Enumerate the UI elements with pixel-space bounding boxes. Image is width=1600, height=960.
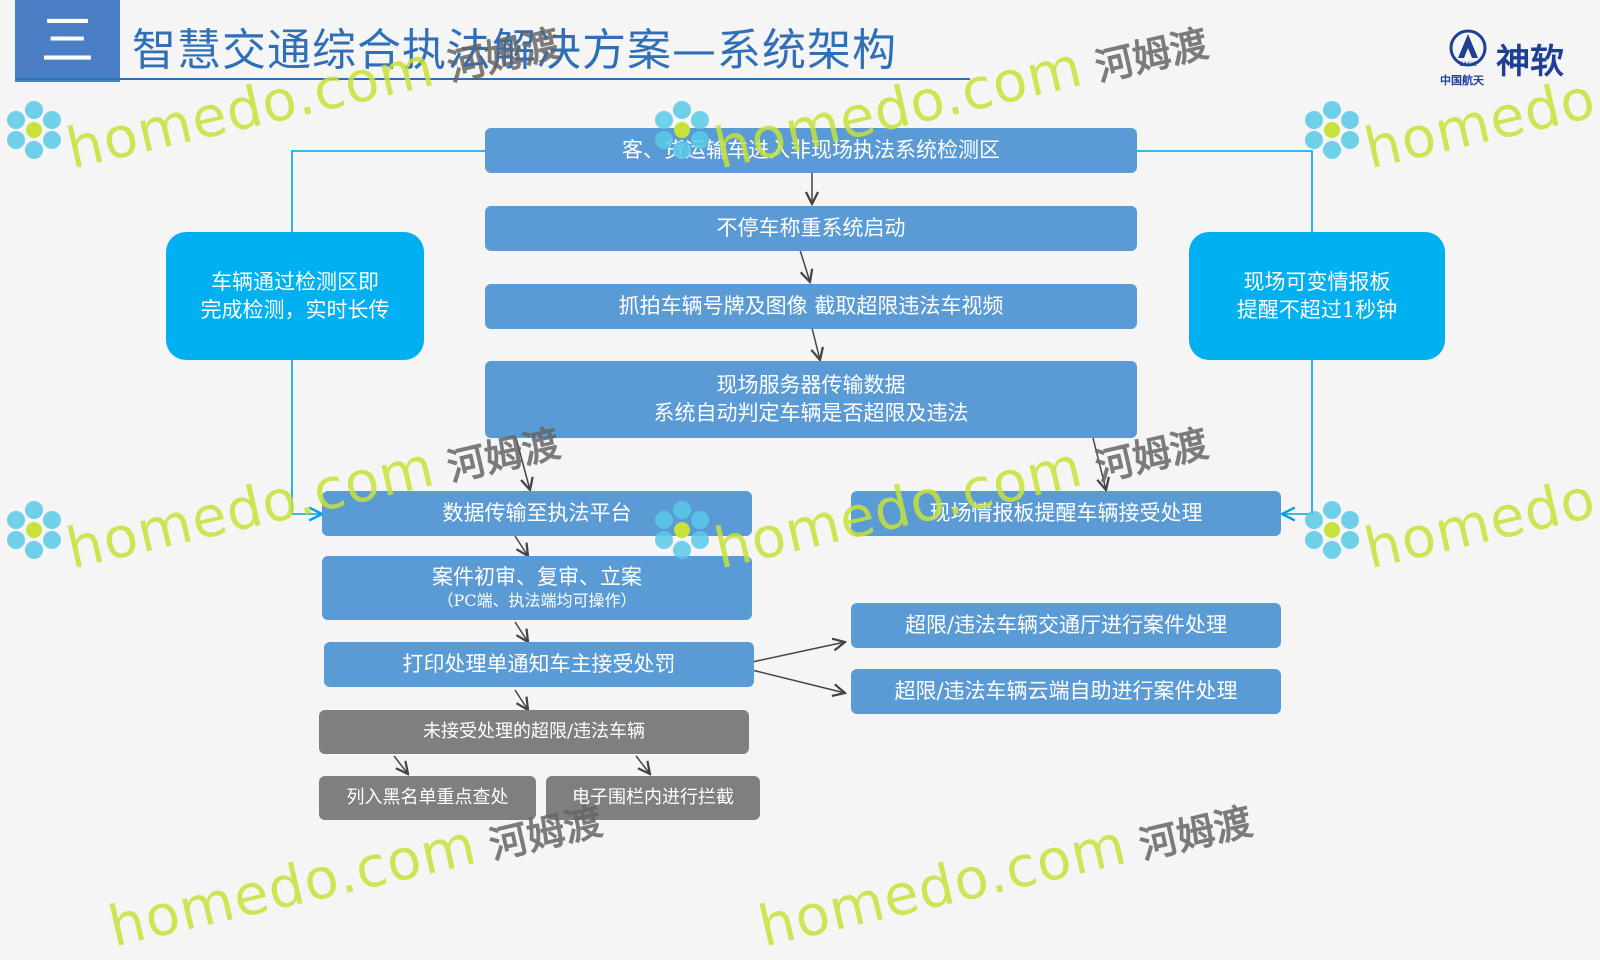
right-note-line-2: 提醒不超过1秒钟	[1236, 298, 1398, 322]
review-line-2: （PC端、执法端均可操作）	[437, 591, 637, 611]
arrow-print-to-cloud	[751, 669, 845, 693]
step-print-notice: 打印处理单通知车主接受处罚	[324, 642, 754, 687]
left-bracket-bottom	[291, 360, 322, 514]
title-underline	[15, 78, 970, 80]
section-number-badge: 三	[15, 0, 120, 82]
right-bracket-bottom	[1282, 360, 1313, 514]
step-server-judgement: 现场服务器传输数据 系统自动判定车辆是否超限及违法	[485, 361, 1137, 438]
step-cloud-processing: 超限/违法车辆云端自助进行案件处理	[851, 669, 1281, 714]
left-note-line-2: 完成检测，实时长传	[200, 298, 390, 322]
server-line-1: 现场服务器传输数据	[716, 373, 906, 398]
step-transfer-platform: 数据传输至执法平台	[322, 491, 752, 536]
step-onsite-board: 现场情报板提醒车辆接受处理	[851, 491, 1281, 536]
arrow-print-to-unprocessed	[514, 689, 528, 710]
arrow-print-to-hall	[751, 642, 845, 663]
page-title: 智慧交通综合执法解决方案—系统架构	[132, 25, 897, 76]
note-variable-board: 现场可变情报板 提醒不超过1秒钟	[1189, 232, 1445, 360]
emblem-text: CASIC	[1459, 61, 1477, 68]
step-hall-processing: 超限/违法车辆交通厅进行案件处理	[851, 603, 1281, 648]
step-capture-plate: 抓拍车辆号牌及图像 截取超限违法车视频	[485, 284, 1137, 329]
step-blacklist: 列入黑名单重点查处	[319, 776, 536, 820]
rocket-emblem-icon: CASIC	[1449, 29, 1487, 68]
step-enter-detection-zone: 客、货运输车进入非现场执法系统检测区	[485, 128, 1137, 173]
company-logo: CASIC 神软 中国航天	[1440, 28, 1570, 88]
arrow-weigh-to-capture	[799, 249, 810, 282]
arrow-review-to-print	[514, 621, 528, 642]
right-bracket-top	[1137, 150, 1313, 232]
brand-name: 神软	[1496, 42, 1564, 82]
brand-subtitle: 中国航天	[1440, 74, 1484, 87]
step-electronic-fence: 电子围栏内进行拦截	[546, 776, 760, 820]
step-case-review: 案件初审、复审、立案 （PC端、执法端均可操作）	[322, 556, 752, 620]
left-bracket-top	[291, 150, 485, 232]
right-note-line-1: 现场可变情报板	[1243, 269, 1391, 294]
step-weigh-in-motion: 不停车称重系统启动	[485, 206, 1137, 251]
review-line-1: 案件初审、复审、立案	[432, 564, 642, 589]
arrow-transfer-to-review	[514, 535, 528, 556]
note-realtime-upload: 车辆通过检测区即 完成检测，实时长传	[166, 232, 424, 360]
server-line-2: 系统自动判定车辆是否超限及违法	[653, 400, 969, 425]
arrow-server-to-board	[1092, 437, 1106, 490]
flow-connectors	[291, 150, 1313, 900]
arrow-server-to-transfer	[515, 437, 530, 490]
arrow-unprocessed-to-fence	[635, 755, 650, 774]
arrow-capture-to-server	[812, 327, 820, 360]
step-unprocessed-vehicles: 未接受处理的超限/违法车辆	[319, 710, 749, 754]
left-note-line-1: 车辆通过检测区即	[211, 269, 379, 294]
arrow-unprocessed-to-blacklist	[393, 755, 408, 774]
dark-arrows	[393, 172, 1106, 774]
